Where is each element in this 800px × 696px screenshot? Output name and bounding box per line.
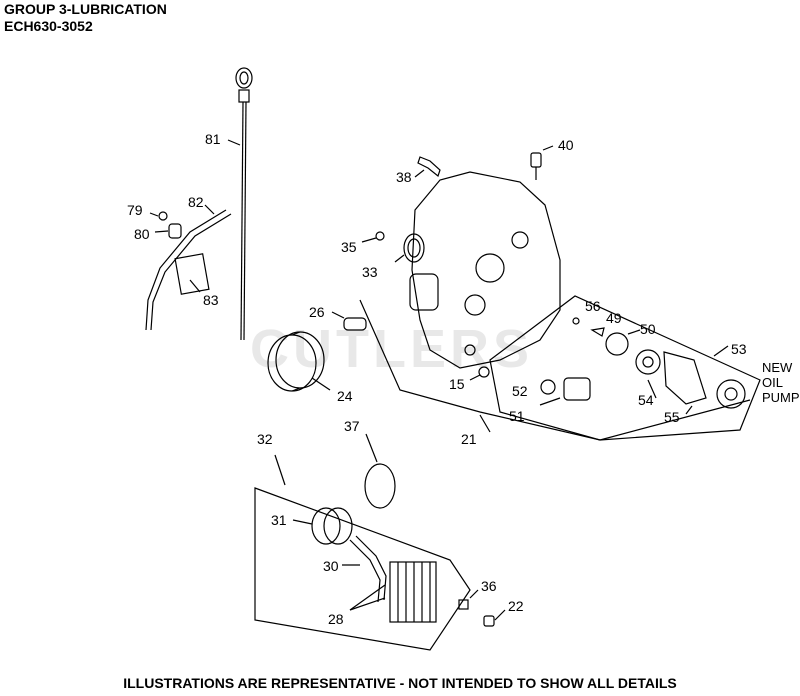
oil-cooler-28-part bbox=[389, 561, 437, 623]
o-ring-37-part bbox=[364, 463, 396, 509]
gear-53-part bbox=[716, 379, 746, 409]
adapter-31-part bbox=[311, 507, 341, 545]
dipstick-part bbox=[227, 67, 253, 341]
new-oil-pump-line-1: NEW bbox=[762, 360, 793, 375]
screw-22-part bbox=[483, 615, 495, 627]
oil-pump-panel bbox=[489, 295, 761, 441]
callout-53: 53 bbox=[731, 341, 747, 357]
callout-26: 26 bbox=[309, 304, 325, 320]
callout-81: 81 bbox=[205, 131, 221, 147]
callout-15: 15 bbox=[449, 376, 465, 392]
new-oil-pump-line-2: OIL bbox=[762, 375, 783, 390]
dipstick-tube-part bbox=[145, 204, 232, 331]
callout-22: 22 bbox=[508, 598, 524, 614]
callout-31: 31 bbox=[271, 512, 287, 528]
screw-38-part bbox=[417, 156, 441, 178]
callout-33: 33 bbox=[362, 264, 378, 280]
callout-30: 30 bbox=[323, 558, 339, 574]
callout-40: 40 bbox=[558, 137, 574, 153]
callout-32: 32 bbox=[257, 431, 273, 447]
new-oil-pump-note: NEW OIL PUMP bbox=[762, 360, 800, 405]
callout-83: 83 bbox=[203, 292, 219, 308]
oil-filter-part bbox=[267, 331, 331, 392]
o-ring-50-part bbox=[605, 332, 629, 356]
sensor-40-part bbox=[530, 152, 542, 168]
callout-36: 36 bbox=[481, 578, 497, 594]
fitting-part bbox=[331, 311, 367, 331]
cooler-group-panel bbox=[254, 487, 471, 651]
valve-51-part bbox=[563, 377, 591, 401]
callout-56: 56 bbox=[585, 298, 601, 314]
callout-35: 35 bbox=[341, 239, 357, 255]
watermark: CUTLERS bbox=[250, 319, 533, 379]
callout-51: 51 bbox=[509, 408, 525, 424]
callout-24: 24 bbox=[337, 388, 353, 404]
callout-54: 54 bbox=[638, 392, 654, 408]
diagram-model-number: ECH630-3052 bbox=[4, 18, 93, 34]
callout-50: 50 bbox=[640, 321, 656, 337]
plug-35-part bbox=[375, 231, 385, 241]
o-ring-52-part bbox=[540, 379, 556, 395]
callout-55: 55 bbox=[664, 409, 680, 425]
diagram-group-title: GROUP 3-LUBRICATION bbox=[4, 1, 167, 17]
seal-part bbox=[394, 233, 425, 263]
gear-54-part bbox=[635, 349, 661, 375]
disclaimer-footer: ILLUSTRATIONS ARE REPRESENTATIVE - NOT I… bbox=[123, 675, 677, 691]
nut-36-part bbox=[458, 599, 469, 610]
new-oil-pump-line-3: PUMP bbox=[762, 390, 800, 405]
callout-79: 79 bbox=[127, 202, 143, 218]
callout-38: 38 bbox=[396, 169, 412, 185]
o-ring-15-part bbox=[478, 366, 490, 378]
callout-37: 37 bbox=[344, 418, 360, 434]
hose-30-part bbox=[349, 539, 381, 603]
pump-plate-53-part bbox=[663, 351, 707, 405]
callout-80: 80 bbox=[134, 226, 150, 242]
callout-21: 21 bbox=[461, 431, 477, 447]
callout-49: 49 bbox=[606, 310, 622, 326]
callout-82: 82 bbox=[188, 194, 204, 210]
crankcase-cover-part bbox=[409, 171, 561, 369]
callout-52: 52 bbox=[512, 383, 528, 399]
callout-28: 28 bbox=[328, 611, 344, 627]
